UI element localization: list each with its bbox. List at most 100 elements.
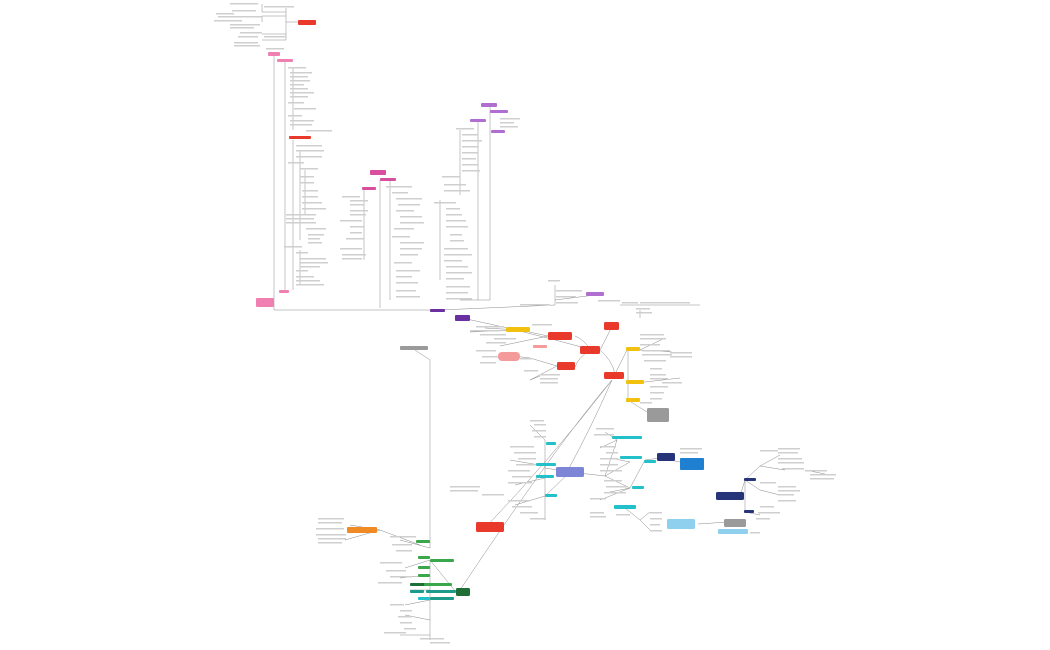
subtopic-label-18[interactable]: [290, 76, 308, 78]
subtopic-label-24[interactable]: [288, 102, 304, 104]
topic-node-navy-2[interactable]: [716, 492, 744, 500]
subtopic-label-172[interactable]: [482, 494, 504, 496]
topic-node-teal-3[interactable]: [418, 597, 430, 600]
subtopic-label-31[interactable]: [296, 150, 324, 152]
topic-node-teal-2[interactable]: [410, 590, 424, 593]
subtopic-label-171[interactable]: [450, 490, 478, 492]
subtopic-label-113[interactable]: [446, 278, 464, 280]
subtopic-label-101[interactable]: [434, 202, 456, 204]
subtopic-label-159[interactable]: [530, 420, 544, 422]
topic-node-green-2[interactable]: [418, 556, 430, 559]
subtopic-label-167[interactable]: [508, 470, 530, 472]
topic-node-violet-5[interactable]: [586, 292, 604, 296]
subtopic-label-93[interactable]: [462, 146, 478, 148]
topic-node-teal-4[interactable]: [430, 597, 454, 600]
subtopic-label-7[interactable]: [214, 20, 242, 22]
topic-node-navy-1[interactable]: [657, 453, 675, 461]
subtopic-label-131[interactable]: [470, 330, 500, 332]
subtopic-label-16[interactable]: [288, 67, 306, 69]
subtopic-label-228[interactable]: [390, 604, 404, 606]
subtopic-label-223[interactable]: [396, 550, 412, 552]
subtopic-label-162[interactable]: [534, 436, 546, 438]
subtopic-label-42[interactable]: [286, 218, 314, 220]
subtopic-label-224[interactable]: [380, 562, 402, 564]
topic-node-salmon[interactable]: [498, 352, 520, 361]
subtopic-label-25[interactable]: [294, 108, 316, 110]
subtopic-label-100[interactable]: [444, 190, 470, 192]
subtopic-label-126[interactable]: [672, 302, 690, 304]
topic-node-cyan-4[interactable]: [545, 494, 557, 497]
subtopic-label-125[interactable]: [654, 302, 672, 304]
subtopic-label-144[interactable]: [640, 338, 666, 340]
subtopic-label-173[interactable]: [508, 500, 530, 502]
subtopic-label-132[interactable]: [480, 334, 506, 336]
topic-node-navy-3[interactable]: [744, 478, 756, 481]
subtopic-label-156[interactable]: [650, 392, 664, 394]
subtopic-label-180[interactable]: [606, 452, 618, 454]
subtopic-label-29[interactable]: [306, 130, 332, 132]
subtopic-label-15[interactable]: [264, 36, 286, 38]
subtopic-label-197[interactable]: [760, 450, 778, 452]
topic-node-blue-1[interactable]: [680, 458, 704, 470]
subtopic-label-185[interactable]: [606, 486, 628, 488]
subtopic-label-9[interactable]: [230, 27, 254, 29]
subtopic-label-63[interactable]: [350, 226, 364, 228]
subtopic-label-206[interactable]: [760, 482, 776, 484]
subtopic-label-160[interactable]: [534, 424, 546, 426]
subtopic-label-118[interactable]: [556, 290, 582, 292]
subtopic-label-108[interactable]: [444, 248, 468, 250]
subtopic-label-35[interactable]: [300, 176, 314, 178]
subtopic-label-195[interactable]: [680, 448, 702, 450]
central-topic[interactable]: [580, 346, 600, 354]
topic-node-cyan-7[interactable]: [632, 486, 644, 489]
topic-node-cyan-1[interactable]: [546, 442, 556, 445]
subtopic-label-122[interactable]: [598, 300, 620, 302]
subtopic-label-40[interactable]: [302, 208, 326, 210]
subtopic-label-57[interactable]: [342, 196, 360, 198]
subtopic-label-116[interactable]: [446, 298, 472, 300]
subtopic-label-38[interactable]: [302, 196, 318, 198]
subtopic-label-201[interactable]: [778, 462, 804, 464]
topic-node-pink-2[interactable]: [277, 59, 293, 62]
subtopic-label-190[interactable]: [616, 514, 630, 516]
topic-node-red-4[interactable]: [604, 372, 624, 379]
topic-node-grey-2[interactable]: [647, 408, 669, 422]
subtopic-label-208[interactable]: [778, 490, 800, 492]
subtopic-label-39[interactable]: [302, 202, 322, 204]
subtopic-label-51[interactable]: [300, 262, 328, 264]
subtopic-label-45[interactable]: [308, 234, 324, 236]
subtopic-label-205[interactable]: [810, 478, 834, 480]
subtopic-label-157[interactable]: [650, 398, 662, 400]
subtopic-label-220[interactable]: [318, 542, 342, 544]
subtopic-label-169[interactable]: [508, 482, 532, 484]
subtopic-label-37[interactable]: [302, 190, 318, 192]
topic-node-lightblue-2[interactable]: [718, 529, 748, 534]
subtopic-label-88[interactable]: [500, 122, 514, 124]
subtopic-label-129[interactable]: [532, 324, 552, 326]
subtopic-label-106[interactable]: [450, 234, 462, 236]
subtopic-label-214[interactable]: [750, 532, 760, 534]
topic-node-cyan-3[interactable]: [536, 475, 554, 478]
subtopic-label-174[interactable]: [512, 506, 532, 508]
topic-node-red-lower[interactable]: [476, 522, 504, 532]
subtopic-label-191[interactable]: [650, 512, 662, 514]
subtopic-label-211[interactable]: [760, 506, 774, 508]
subtopic-label-149[interactable]: [670, 356, 692, 358]
subtopic-label-66[interactable]: [340, 248, 362, 250]
topic-node-teal-1[interactable]: [426, 590, 456, 593]
subtopic-label-73[interactable]: [396, 210, 414, 212]
subtopic-label-94[interactable]: [462, 152, 478, 154]
subtopic-label-227[interactable]: [378, 582, 402, 584]
subtopic-label-127[interactable]: [636, 308, 650, 310]
subtopic-label-52[interactable]: [300, 266, 320, 268]
subtopic-label-13[interactable]: [234, 45, 260, 47]
subtopic-label-119[interactable]: [556, 296, 576, 298]
topic-node-pink-1[interactable]: [268, 52, 280, 56]
subtopic-label-196[interactable]: [680, 452, 698, 454]
subtopic-label-141[interactable]: [540, 382, 558, 384]
subtopic-label-187[interactable]: [590, 498, 606, 500]
subtopic-label-235[interactable]: [430, 642, 450, 644]
subtopic-label-128[interactable]: [636, 312, 652, 314]
topic-node-cyan-5[interactable]: [612, 436, 642, 439]
subtopic-label-70[interactable]: [392, 192, 408, 194]
